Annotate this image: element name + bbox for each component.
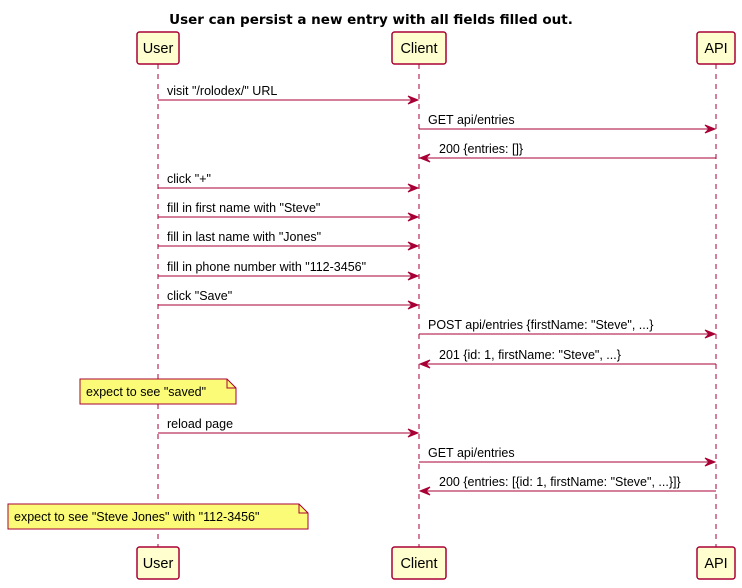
note-text: expect to see "saved" (86, 385, 206, 399)
message-label: fill in phone number with "112-3456" (167, 260, 366, 274)
message-arrow: fill in last name with "Jones" (158, 230, 420, 251)
diagram-title: User can persist a new entry with all fi… (169, 12, 573, 28)
note-text: expect to see "Steve Jones" with "112-34… (14, 510, 259, 524)
arrow-head (407, 212, 420, 222)
participant-label: User (143, 556, 174, 572)
message-arrow: GET api/entries (419, 446, 717, 467)
message-label: fill in last name with "Jones" (167, 230, 321, 244)
message-label: visit "/rolodex/" URL (167, 84, 277, 98)
arrow-head (704, 329, 717, 339)
message-arrow: 200 {entries: [{id: 1, firstName: "Steve… (418, 475, 716, 496)
participant-api-top: API (696, 31, 736, 65)
message-label: GET api/entries (428, 446, 515, 460)
arrow-head (418, 153, 431, 163)
message-label: reload page (167, 417, 233, 431)
note-fold (226, 379, 236, 389)
participant-label: Client (400, 556, 437, 572)
message-label: 200 {entries: [{id: 1, firstName: "Steve… (439, 475, 681, 489)
participant-box (391, 546, 447, 580)
note: expect to see "Steve Jones" with "112-34… (7, 503, 309, 530)
participant-label: User (143, 41, 174, 57)
participant-user-bottom: User (136, 546, 180, 580)
message-label: GET api/entries (428, 113, 515, 127)
note-fold (298, 504, 308, 514)
arrow-head (407, 428, 420, 438)
arrow-head (407, 183, 420, 193)
message-arrow: reload page (158, 417, 420, 438)
message-label: 200 {entries: []} (439, 142, 523, 156)
message-arrow: fill in first name with "Steve" (158, 201, 420, 222)
participant-label: API (704, 556, 727, 572)
message-arrow: click "+" (158, 172, 420, 193)
message-arrow: fill in phone number with "112-3456" (158, 260, 420, 281)
participant-user-top: User (136, 31, 180, 65)
participant-label: Client (400, 41, 437, 57)
participant-label: API (704, 41, 727, 57)
message-arrow: 200 {entries: []} (418, 142, 716, 163)
participant-api-bottom: API (696, 546, 736, 580)
note-box (79, 378, 237, 405)
arrow-head (704, 124, 717, 134)
message-label: click "Save" (167, 289, 232, 303)
arrow-head (407, 95, 420, 105)
arrow-head (704, 457, 717, 467)
participant-client-top: Client (391, 31, 447, 65)
message-arrow: 201 {id: 1, firstName: "Steve", ...} (418, 348, 716, 369)
message-label: fill in first name with "Steve" (167, 201, 320, 215)
participant-box (696, 31, 736, 65)
note: expect to see "saved" (79, 378, 237, 405)
message-arrow: visit "/rolodex/" URL (158, 84, 420, 105)
message-label: 201 {id: 1, firstName: "Steve", ...} (439, 348, 621, 362)
message-label: POST api/entries {firstName: "Steve", ..… (428, 318, 653, 332)
participant-box (136, 31, 180, 65)
participant-box (696, 546, 736, 580)
message-arrow: click "Save" (158, 289, 420, 310)
message-label: click "+" (167, 172, 211, 186)
message-arrow: GET api/entries (419, 113, 717, 134)
participant-box (391, 31, 447, 65)
arrow-head (418, 486, 431, 496)
participant-box (136, 546, 180, 580)
arrow-head (407, 271, 420, 281)
message-arrow: POST api/entries {firstName: "Steve", ..… (419, 318, 717, 339)
arrow-head (418, 359, 431, 369)
arrow-head (407, 300, 420, 310)
participant-client-bottom: Client (391, 546, 447, 580)
note-box (7, 503, 309, 530)
arrow-head (407, 241, 420, 251)
